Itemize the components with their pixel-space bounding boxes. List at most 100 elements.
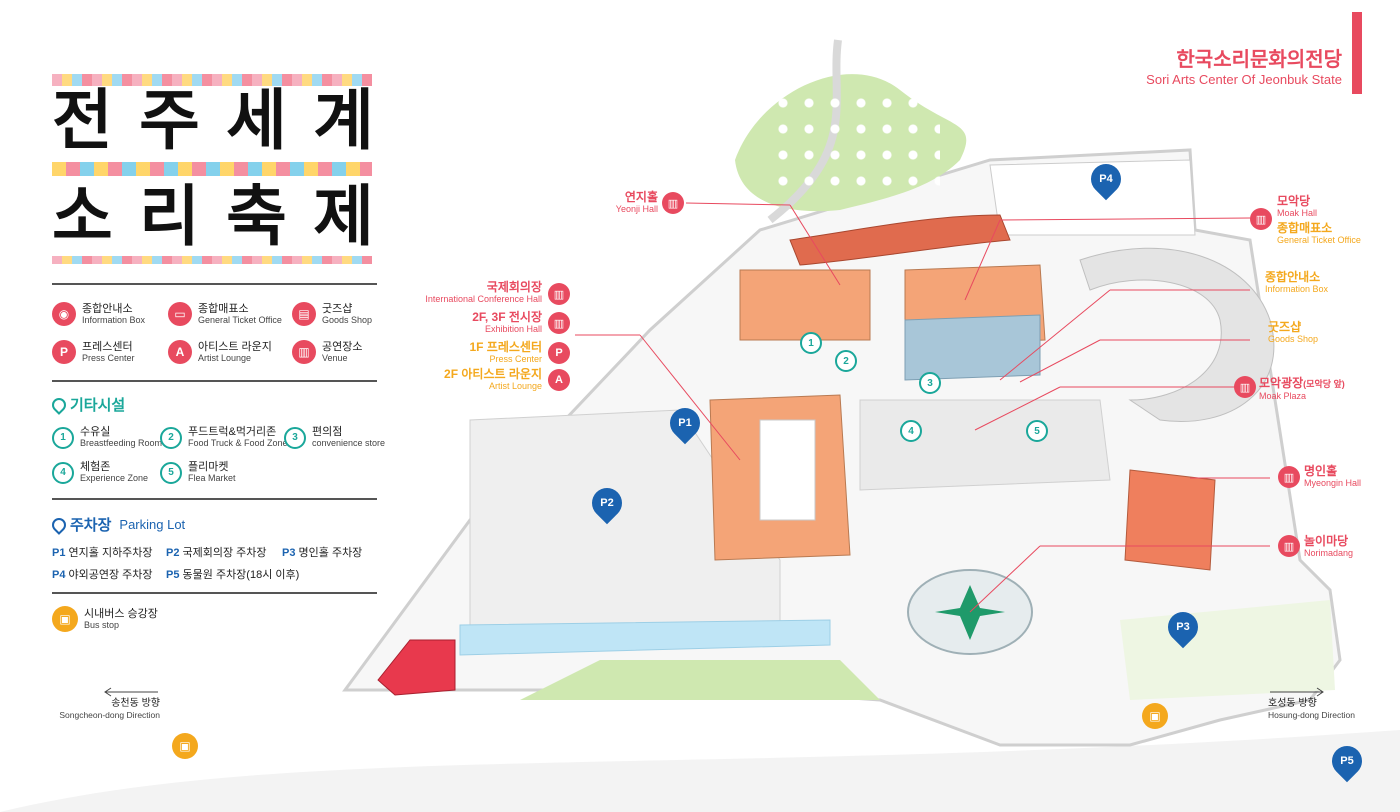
label-ko-small: (모악당 앞) (1303, 379, 1345, 389)
legend-label: 아티스트 라운지 (198, 340, 272, 353)
moak-plaza (859, 399, 1111, 491)
legend-divider (52, 592, 377, 594)
logo-pattern-band (52, 74, 372, 86)
label-ko: 종합매표소 (1277, 221, 1333, 235)
stage-icon[interactable]: ▥ (1250, 208, 1272, 230)
legend-divider (52, 283, 377, 285)
label-en: Press Center (489, 354, 542, 364)
a-letter-icon: A (168, 340, 192, 364)
legend-label: 프레스센터 (82, 340, 133, 353)
direction-en: Songcheon-dong Direction (59, 710, 160, 720)
ticket-icon: ▭ (168, 302, 192, 326)
facility-pin[interactable]: 2 (835, 350, 857, 372)
water-channel (459, 619, 831, 656)
legend-label: 종합매표소 (198, 302, 249, 315)
parking-name: 연지홀 지하주차장 (68, 547, 153, 559)
logo-char: 세 (226, 82, 287, 159)
parking-pin-label: P4 (1099, 173, 1113, 185)
logo-pattern-band (52, 256, 372, 264)
bus-stop-icon[interactable]: ▣ (1142, 703, 1168, 729)
parking-entry: P4 야외공연장 주차장 (52, 566, 153, 582)
parking-pin-p1[interactable]: P1 (663, 401, 707, 445)
parking-entry: P2 국제회의장 주차장 (166, 544, 267, 560)
p-letter-icon[interactable]: P (548, 342, 570, 364)
venue-title-ko: 한국소리문화의전당 (1176, 49, 1342, 71)
stage-icon[interactable]: ▥ (548, 283, 570, 305)
tree-cluster (770, 90, 940, 190)
legend-divider (52, 498, 377, 500)
bus-stop-icon[interactable]: ▣ (172, 733, 198, 759)
info-pin-icon: ◉ (52, 302, 76, 326)
parking-pin-p4[interactable]: P4 (1084, 157, 1128, 201)
facility-label: 체험존 (80, 461, 111, 473)
logo-char: 주 (139, 82, 200, 159)
legend-label-en: Goods Shop (322, 314, 373, 325)
parking-pin-p3[interactable]: P3 (1161, 605, 1205, 649)
direction-en: Hosung-dong Direction (1268, 710, 1355, 720)
title-accent-bar (1352, 12, 1362, 94)
parking-name: 국제회의장 주차장 (182, 547, 267, 559)
parking-name: 명인홀 주차장 (298, 547, 363, 559)
p-letter-icon: P (52, 340, 76, 364)
parking-entry: P3 명인홀 주차장 (282, 544, 362, 560)
facility-pin[interactable]: 4 (900, 420, 922, 442)
parking-code: P5 (166, 569, 180, 581)
legend-label-en: Press Center (82, 352, 135, 363)
parking-title-ko: 주차장 (70, 517, 112, 534)
label-ko: 2F, 3F 전시장 (472, 310, 542, 324)
parking-pin-p5[interactable]: P5 (1325, 739, 1369, 783)
facility-label-en: Breastfeeding Room (80, 438, 163, 448)
direction-hosung: 호성동 방향 Hosung-dong Direction (1268, 698, 1388, 721)
ground-swoosh (0, 730, 1400, 812)
yeonji-hall-roof (789, 214, 1011, 266)
yeonji-hall-building (739, 269, 871, 341)
norimadang-star (935, 585, 1005, 640)
stage-icon[interactable]: ▥ (1234, 376, 1256, 398)
label-en: Moak Hall (1277, 208, 1318, 218)
direction-arrows (104, 687, 1324, 697)
logo-char: 소 (52, 178, 113, 255)
legend-label-en: Venue (322, 352, 348, 363)
logo-char: 계 (313, 82, 374, 159)
parking-entry: P5 동물원 주차장(18시 이후) (166, 566, 299, 582)
stage-icon[interactable]: ▥ (548, 312, 570, 334)
parking-code: P4 (52, 569, 66, 581)
label-ko: 국제회의장 (486, 280, 542, 294)
lawn (520, 660, 880, 700)
facility-label-en: Experience Zone (80, 473, 149, 483)
facility-pin[interactable]: 1 (800, 332, 822, 354)
a-letter-icon[interactable]: A (548, 369, 570, 391)
facility-pin[interactable]: 5 (1026, 420, 1048, 442)
stage-icon[interactable]: ▥ (662, 192, 684, 214)
number-pin-icon: 3 (284, 426, 306, 449)
bus-label-en: Bus stop (84, 619, 120, 630)
stage-icon[interactable]: ▥ (1278, 466, 1300, 488)
logo-pattern-band (52, 162, 372, 176)
facility-pin[interactable]: 3 (919, 372, 941, 394)
moak-hall-facade (904, 314, 1041, 381)
legend-label-en: Artist Lounge (198, 352, 252, 363)
facility-label: 수유실 (80, 426, 111, 438)
label-ko: 종합안내소 (1265, 270, 1321, 284)
parking-code: P2 (166, 547, 180, 559)
parking-pin-p2[interactable]: P2 (585, 481, 629, 525)
logo-char: 전 (52, 82, 113, 159)
legend-label-en: General Ticket Office (198, 314, 282, 325)
stage-icon[interactable]: ▥ (1278, 535, 1300, 557)
parking-code: P1 (52, 547, 66, 559)
logo-char: 제 (313, 178, 374, 255)
